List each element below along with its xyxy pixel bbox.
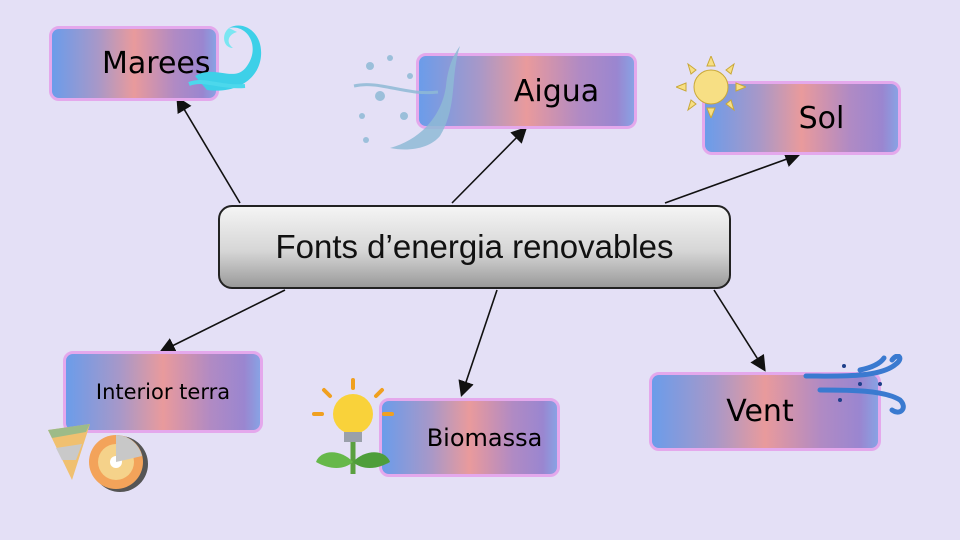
node-label: Aigua: [513, 73, 600, 109]
water-splash-icon: [353, 46, 460, 150]
node-label: Interior terra: [95, 380, 231, 404]
lightbulb-plant-icon: [312, 378, 394, 474]
node-label: Sol: [798, 100, 845, 136]
central-label: Fonts d’energia renovables: [275, 228, 674, 265]
arrow-to-vent: [713, 289, 766, 372]
node-label: Vent: [726, 394, 794, 429]
earth-layers-icon: [48, 424, 148, 492]
node-sol[interactable]: Sol: [702, 81, 901, 155]
wind-icon: [803, 354, 906, 415]
arrow-to-interior-terra: [159, 289, 286, 353]
node-biomassa[interactable]: Biomassa: [379, 398, 560, 477]
node-vent[interactable]: Vent: [649, 372, 881, 451]
arrow-to-biomassa: [458, 289, 498, 398]
arrow-to-sol: [664, 151, 802, 204]
sun-icon: [676, 56, 746, 118]
wave-icon: [188, 25, 262, 91]
node-interior-terra[interactable]: Interior terra: [63, 351, 263, 433]
node-label: Marees: [102, 46, 211, 81]
arrow-to-marees: [176, 96, 241, 204]
central-topic[interactable]: Fonts d’energia renovables: [218, 205, 731, 289]
arrow-to-aigua: [451, 126, 528, 204]
node-label: Biomassa: [426, 423, 543, 452]
node-marees[interactable]: Marees: [49, 26, 219, 101]
